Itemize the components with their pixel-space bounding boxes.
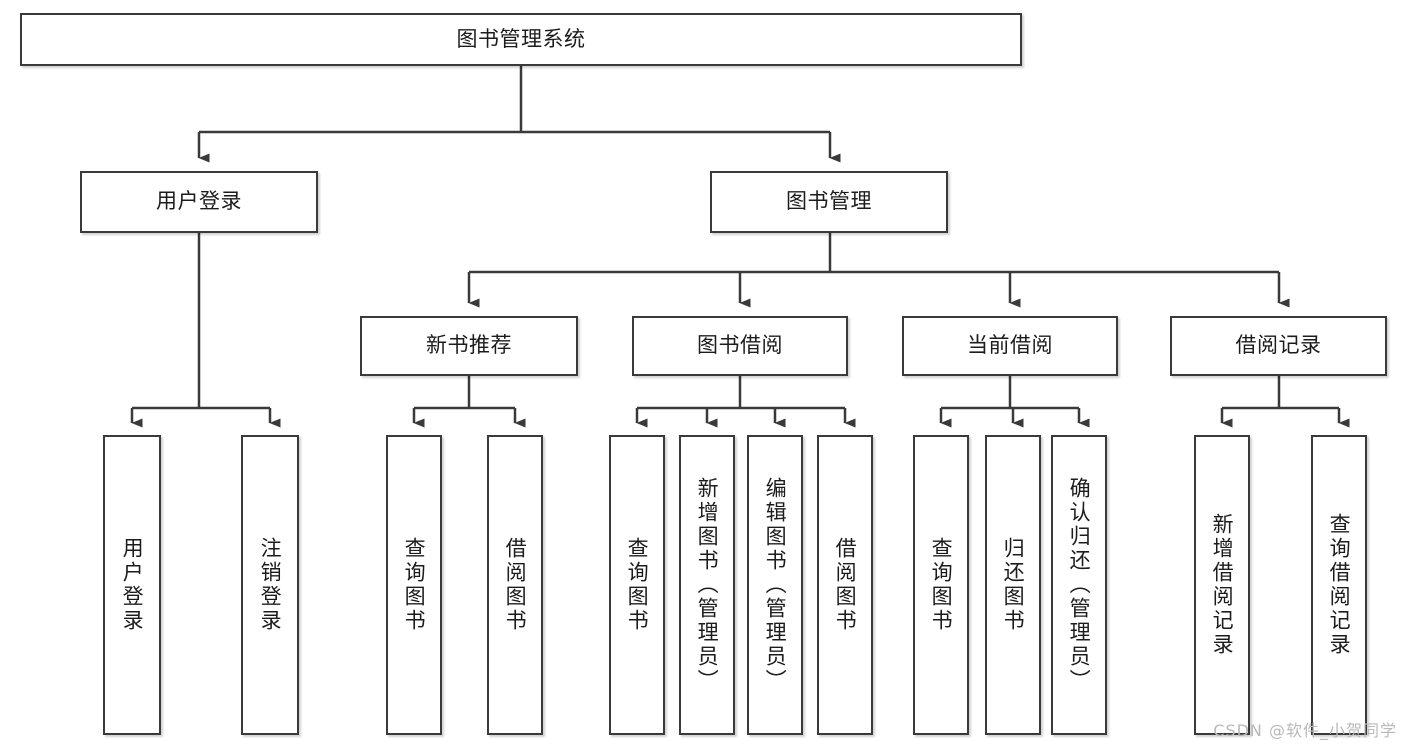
connector-book-management-to-level3 — [467, 233, 1290, 308]
node-user-login-label: 用户登录 — [156, 189, 242, 214]
node-leaf-borrow-book-recommend-label: 借阅图书 — [503, 537, 528, 633]
node-leaf-confirm-return[interactable]: 确认归还（管理员） — [1051, 435, 1107, 735]
node-leaf-borrow-book-recommend[interactable]: 借阅图书 — [487, 435, 543, 735]
node-leaf-confirm-return-label: 确认归还（管理员） — [1067, 477, 1092, 693]
connector-book-borrow-to-leaves — [635, 376, 856, 428]
node-leaf-query-book-current[interactable]: 查询图书 — [913, 435, 969, 735]
node-leaf-add-book-label: 新增图书（管理员） — [695, 477, 720, 693]
node-book-borrow[interactable]: 图书借阅 — [632, 316, 848, 376]
node-leaf-edit-book-label: 编辑图书（管理员） — [763, 477, 788, 693]
node-leaf-query-borrow-record-label: 查询借阅记录 — [1327, 513, 1352, 657]
node-new-book-recommend-label: 新书推荐 — [426, 333, 512, 358]
node-leaf-query-book-recommend[interactable]: 查询图书 — [386, 435, 442, 735]
node-user-login[interactable]: 用户登录 — [80, 171, 318, 233]
node-root[interactable]: 图书管理系统 — [20, 13, 1022, 66]
node-leaf-add-borrow-record-label: 新增借阅记录 — [1210, 513, 1235, 657]
node-leaf-return-book[interactable]: 归还图书 — [985, 435, 1041, 735]
connector-new-book-recommend-to-leaves — [412, 376, 526, 428]
node-leaf-user-login[interactable]: 用户登录 — [103, 435, 161, 735]
node-leaf-borrow-book-label: 借阅图书 — [833, 537, 858, 633]
node-leaf-query-book-borrow-label: 查询图书 — [625, 537, 650, 633]
node-leaf-add-borrow-record[interactable]: 新增借阅记录 — [1194, 435, 1250, 735]
connector-user-login-to-leaves — [130, 233, 281, 428]
node-leaf-add-book[interactable]: 新增图书（管理员） — [679, 435, 735, 735]
node-new-book-recommend[interactable]: 新书推荐 — [360, 316, 578, 376]
node-leaf-logout-label: 注销登录 — [258, 537, 283, 633]
node-leaf-borrow-book[interactable]: 借阅图书 — [817, 435, 873, 735]
node-current-borrow-label: 当前借阅 — [967, 333, 1053, 358]
node-book-management-label: 图书管理 — [786, 189, 872, 214]
node-borrow-record-label: 借阅记录 — [1235, 333, 1322, 358]
node-leaf-query-book-borrow[interactable]: 查询图书 — [609, 435, 665, 735]
node-borrow-record[interactable]: 借阅记录 — [1170, 316, 1387, 376]
node-book-borrow-label: 图书借阅 — [697, 333, 783, 358]
connector-current-borrow-to-leaves — [939, 376, 1090, 428]
node-current-borrow[interactable]: 当前借阅 — [902, 316, 1118, 376]
node-leaf-query-book-current-label: 查询图书 — [929, 537, 954, 633]
node-leaf-edit-book[interactable]: 编辑图书（管理员） — [747, 435, 803, 735]
node-leaf-logout[interactable]: 注销登录 — [241, 435, 299, 735]
connector-root-to-level2 — [197, 66, 841, 163]
connector-borrow-record-to-leaves — [1220, 376, 1350, 428]
node-book-management[interactable]: 图书管理 — [710, 171, 948, 233]
node-leaf-query-borrow-record[interactable]: 查询借阅记录 — [1311, 435, 1367, 735]
node-leaf-query-book-recommend-label: 查询图书 — [402, 537, 427, 633]
node-leaf-user-login-label: 用户登录 — [120, 537, 145, 633]
node-root-label: 图书管理系统 — [456, 26, 586, 51]
node-leaf-return-book-label: 归还图书 — [1001, 537, 1026, 633]
